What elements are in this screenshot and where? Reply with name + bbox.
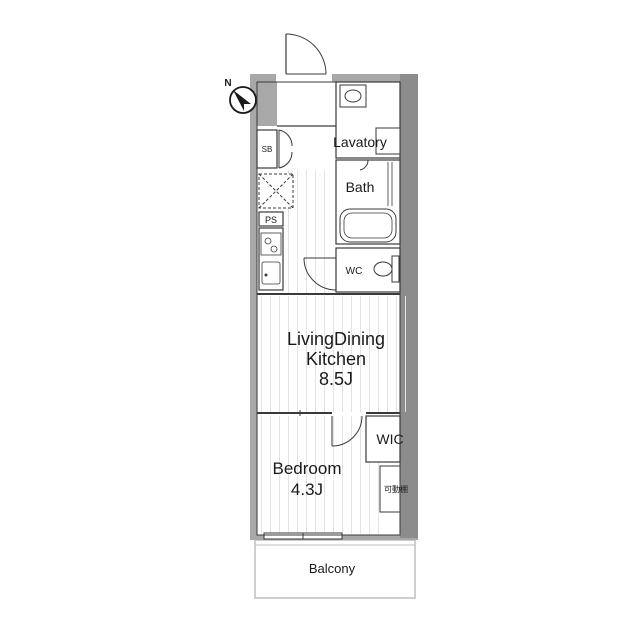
ps-label: PS [265,215,277,225]
lavatory: Lavatory [333,81,401,159]
stove-burner-icon [270,245,278,253]
bath-label: Bath [346,179,375,195]
ldk-area: 8.5J [319,369,353,389]
kitchen-counter [258,227,284,291]
compass: N [224,78,257,114]
appliance-space [258,173,294,209]
shelf-label: 可動棚 [384,484,408,494]
toilet-room: WC [335,247,401,293]
balcony-window [263,532,343,540]
bathtub [339,208,397,243]
compass-arrow-icon [233,90,251,111]
bedroom-area: 4.3J [291,480,323,499]
wc-door[interactable] [303,257,337,291]
sink-drain-icon [264,273,268,277]
entrance-door[interactable] [276,33,332,82]
bedroom-floor-grain-right [366,462,380,534]
ldk-label-line2: Kitchen [306,349,366,369]
toilet-tank [391,255,400,283]
interior-outline [256,81,401,536]
wic-label: WIC [376,431,403,447]
bedroom-partition [257,410,400,416]
balcony-label: Balcony [309,561,356,576]
bedroom: Bedroom 4.3J [273,459,342,499]
stove-burner-icon [264,237,272,245]
compass-north-label: N [224,78,231,89]
ldk-floor-grain [298,296,410,412]
balcony: Balcony [254,539,416,599]
ldk-label-line1: LivingDining [287,329,385,349]
sb-label: SB [262,145,273,154]
pipe-shaft: PS [258,211,284,227]
lavatory-label: Lavatory [333,134,387,150]
bedroom-floor-grain [260,416,366,534]
toilet-bowl-icon [373,261,393,277]
bedroom-label: Bedroom [273,459,342,478]
ldk-floor-grain-left [260,296,300,412]
washing-machine-pan [375,127,401,155]
bathroom: Bath [335,159,401,245]
walk-in-closet: WIC [365,415,404,463]
living-dining-kitchen: LivingDining Kitchen 8.5J [287,329,385,389]
wash-basin-icon [344,89,362,103]
bedroom-door[interactable] [331,415,363,447]
wc-label: WC [346,266,363,277]
